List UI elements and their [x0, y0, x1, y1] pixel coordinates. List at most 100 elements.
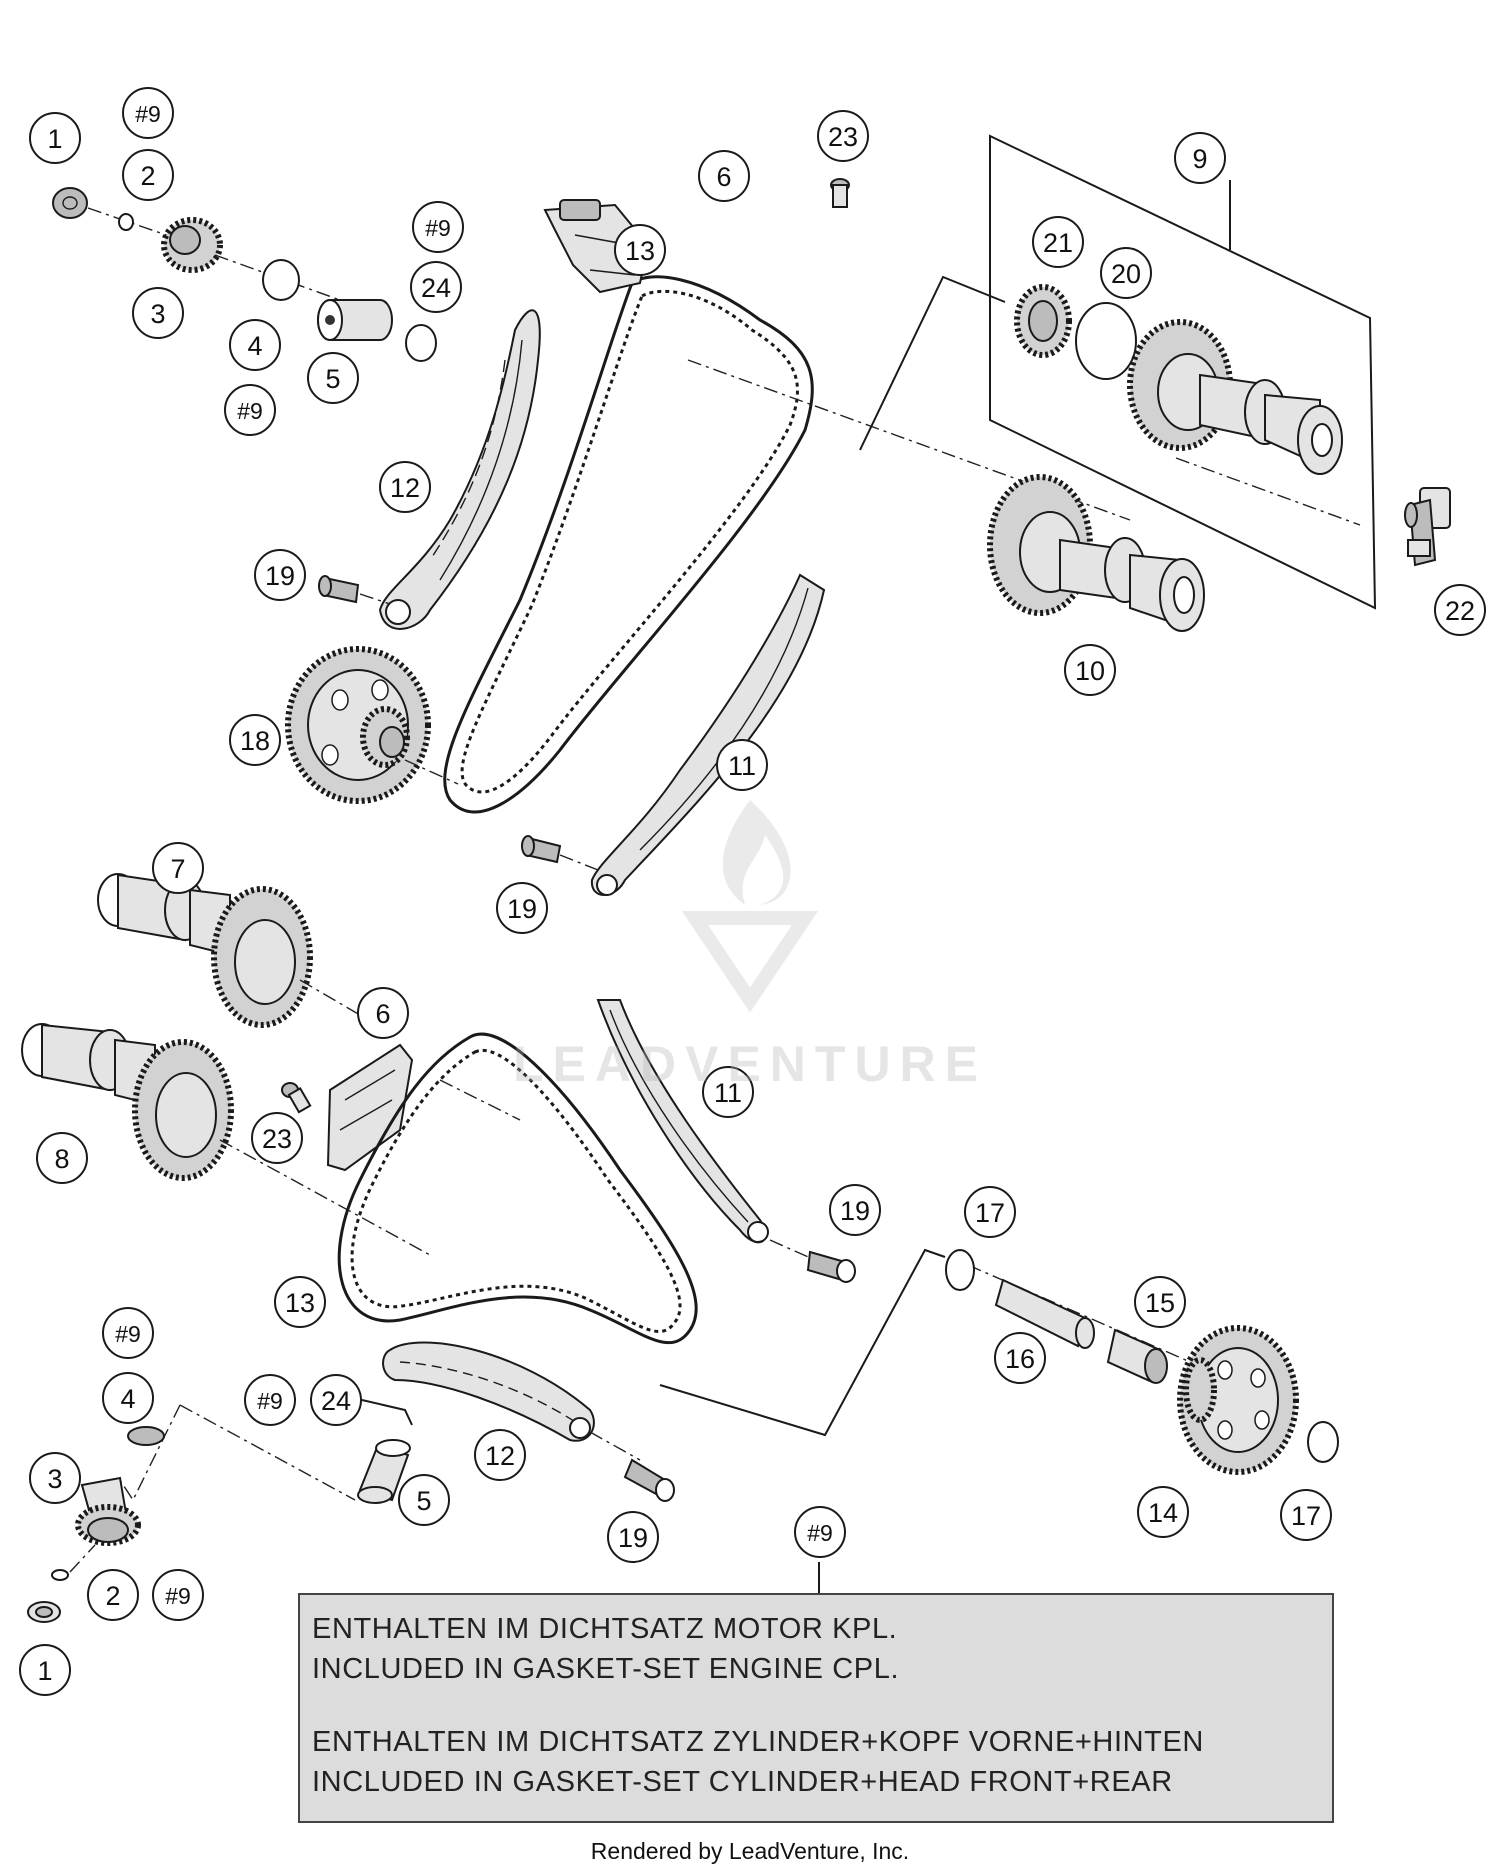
callout-label: 17 — [1291, 1501, 1321, 1531]
callout-circle — [698, 150, 750, 202]
callout-circle — [357, 987, 409, 1039]
callout-circle — [132, 287, 184, 339]
timing-chain-top — [443, 275, 814, 814]
callout-label: 21 — [1043, 228, 1073, 258]
chain-guide-top — [590, 573, 826, 896]
callout-8: 8 — [36, 1132, 88, 1184]
chain-tensioner-top — [543, 199, 650, 294]
callout-label: 11 — [714, 1078, 742, 1108]
callout-ref-9: #9 — [412, 201, 464, 253]
callout-4: 4 — [229, 319, 281, 371]
tensioner-piston-bottom — [357, 1439, 411, 1504]
idler-gear-18 — [285, 646, 431, 804]
callout-label: #9 — [135, 101, 161, 127]
camshaft-assembly-frame — [989, 134, 1377, 610]
callout-label: #9 — [807, 1520, 833, 1546]
callout-22: 22 — [1434, 584, 1486, 636]
callout-label: 13 — [285, 1288, 315, 1318]
callout-circle — [87, 1569, 139, 1621]
bolt-19-bottom-right — [806, 1250, 856, 1283]
callout-ref-9: #9 — [794, 1506, 846, 1558]
callout-label: 5 — [325, 364, 340, 394]
callout-label: #9 — [425, 215, 451, 241]
callout-ref-9: #9 — [224, 384, 276, 436]
tensioner-rail-top — [378, 309, 541, 630]
callout-label: 11 — [728, 751, 756, 781]
callout-circle — [398, 1474, 450, 1526]
callout-circle — [1434, 584, 1486, 636]
callout-circle — [994, 1332, 1046, 1384]
callout-3: 3 — [132, 287, 184, 339]
watermark-text: LEADVENTURE — [512, 1036, 988, 1092]
axis-line — [1175, 457, 1361, 526]
callout-label: 12 — [390, 473, 420, 503]
callout-label: 16 — [1005, 1344, 1035, 1374]
callout-circle — [19, 1644, 71, 1696]
camshaft-8 — [21, 1023, 234, 1181]
ring-20 — [1075, 302, 1137, 380]
callout-label: 18 — [240, 726, 270, 756]
callout-label: 6 — [716, 162, 731, 192]
axis-line — [589, 1431, 641, 1461]
callout-label: 6 — [375, 999, 390, 1029]
callout-19: 19 — [607, 1511, 659, 1563]
callout-12: 12 — [474, 1429, 526, 1481]
callout-circle — [1032, 216, 1084, 268]
tensioner-plug-bottom — [27, 1601, 61, 1623]
callout-6: 6 — [698, 150, 750, 202]
callout-circle — [122, 87, 174, 139]
axis-line — [219, 1139, 431, 1256]
camshaft-7 — [97, 873, 313, 1028]
callout-label: 15 — [1145, 1288, 1175, 1318]
callout-3: 3 — [29, 1452, 81, 1504]
leader-line — [361, 1399, 413, 1426]
callout-label: 24 — [321, 1386, 351, 1416]
callout-ref-9: #9 — [244, 1374, 296, 1426]
note-line-4: INCLUDED IN GASKET-SET CYLINDER+HEAD FRO… — [312, 1766, 1173, 1798]
callout-14: 14 — [1137, 1486, 1189, 1538]
callout-label: 3 — [47, 1464, 62, 1494]
gasket-4-bottom — [127, 1426, 165, 1446]
tensioner-plug-top — [52, 187, 88, 219]
callout-label: 23 — [828, 122, 858, 152]
callout-label: 10 — [1075, 656, 1105, 686]
gear-14 — [1177, 1325, 1299, 1475]
callout-circle — [29, 112, 81, 164]
note-line-2: INCLUDED IN GASKET-SET ENGINE CPL. — [312, 1653, 900, 1685]
callout-label: 7 — [170, 854, 185, 884]
chain-tensioner-bottom — [326, 1043, 414, 1172]
tensioner-rail-bottom — [382, 1341, 595, 1442]
callout-label: 8 — [54, 1144, 69, 1174]
chain-guide-bottom — [596, 999, 769, 1244]
callout-label: 2 — [140, 161, 155, 191]
bolt-23-bottom — [281, 1082, 312, 1114]
callout-ref-9: #9 — [122, 87, 174, 139]
callout-2: 2 — [87, 1569, 139, 1621]
callout-ref-9: #9 — [152, 1569, 204, 1621]
callout-label: 1 — [37, 1656, 52, 1686]
callout-10: 10 — [1064, 644, 1116, 696]
callout-9: 9 — [1174, 132, 1226, 184]
callout-1: 1 — [19, 1644, 71, 1696]
callout-circle — [829, 1184, 881, 1236]
axis-line — [404, 759, 459, 785]
callout-label: 20 — [1111, 259, 1141, 289]
callout-label: 3 — [150, 299, 165, 329]
bolt-19-bottom — [623, 1458, 675, 1502]
callout-circle — [702, 1066, 754, 1118]
callout-label: 19 — [840, 1196, 870, 1226]
callout-label: 12 — [485, 1441, 515, 1471]
callout-label: 22 — [1445, 596, 1475, 626]
callout-label: #9 — [115, 1321, 141, 1347]
callout-circle — [251, 1112, 303, 1164]
axis-line — [69, 1544, 96, 1573]
axis-line — [179, 1404, 356, 1501]
callout-17: 17 — [964, 1186, 1016, 1238]
washer-17-bottom — [1307, 1421, 1339, 1463]
sensor-22 — [1404, 487, 1451, 567]
axis-line — [769, 1239, 816, 1261]
camshaft-10 — [987, 474, 1205, 632]
callout-circle — [1100, 247, 1152, 299]
callout-label: 19 — [265, 561, 295, 591]
callout-label: 23 — [262, 1124, 292, 1154]
